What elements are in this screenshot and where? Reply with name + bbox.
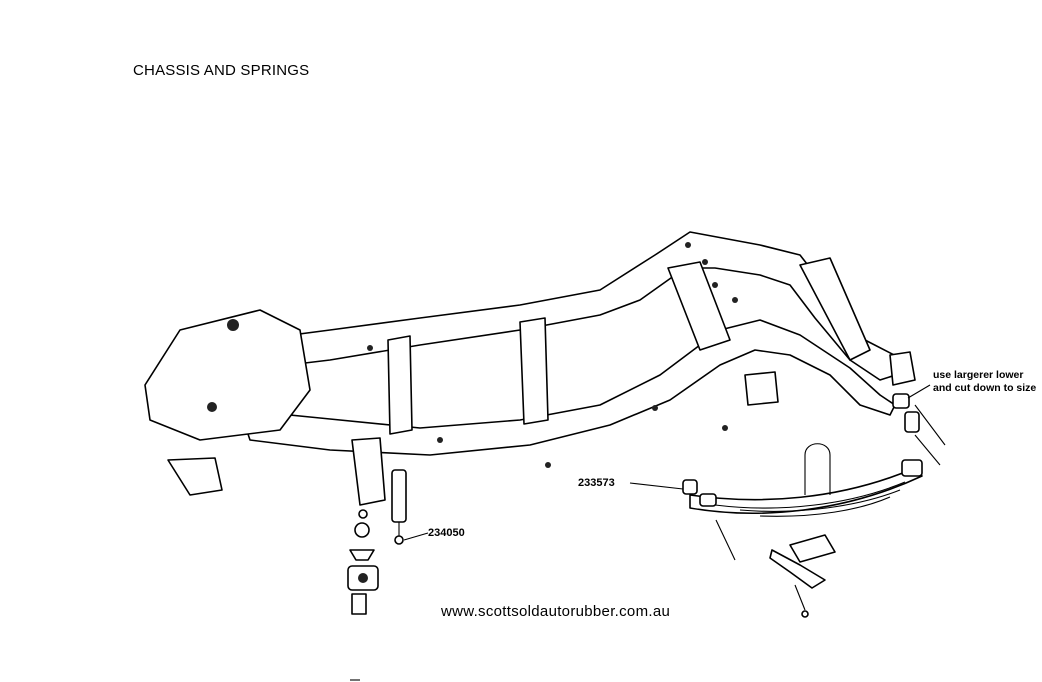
bracket-left — [167, 457, 223, 496]
part-number-234050: 234050 — [428, 527, 465, 539]
rear-spring-hanger — [889, 351, 916, 386]
part-note: use largerer lower and cut down to size — [933, 369, 1037, 394]
cross-member-1 — [387, 335, 413, 435]
spring-plate — [769, 534, 836, 618]
shock-absorber — [391, 469, 407, 545]
cross-member-3 — [667, 261, 731, 351]
lower-chassis-rail — [239, 319, 896, 456]
leaf-spring — [689, 459, 923, 517]
u-bolt — [804, 443, 831, 495]
mount-stack — [347, 509, 379, 615]
rail-holes — [207, 242, 738, 468]
diagram-title: CHASSIS AND SPRINGS — [133, 62, 310, 79]
front-hanger — [351, 437, 386, 506]
leader-234050 — [403, 532, 429, 541]
cross-member-2 — [519, 317, 549, 425]
cross-member-rear — [799, 257, 871, 361]
rear-kickup-section — [144, 309, 311, 441]
center-bracket — [744, 371, 779, 406]
leader-note — [907, 384, 931, 399]
part-number-233573: 233573 — [578, 477, 615, 489]
rear-bolts — [892, 393, 946, 466]
shackle — [682, 479, 736, 561]
website-url: www.scottsoldautorubber.com.au — [441, 603, 671, 620]
leader-233573 — [629, 482, 684, 490]
